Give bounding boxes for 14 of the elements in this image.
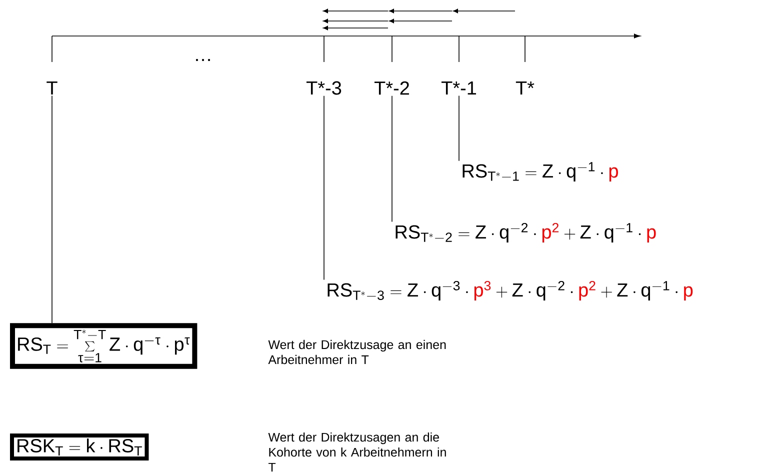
formula: $RS_{T^{*}-1} = Z \cdot q^{-1} \cdot {\color{red}p}$ bbox=[462, 162, 618, 182]
description-text: Wert der Direktzusage an einen Arbeitnehmer in T bbox=[268, 340, 446, 364]
description-text: Wert der Direktzusagen an die Kohorte von k Arbeitnehmern in T bbox=[268, 432, 446, 472]
formula-box: $RSK_{T} = k \cdot RS_{T}$ bbox=[10, 434, 149, 460]
formula: $RS_{T^{*}-2} = Z \cdot q^{-2} \cdot {\color{red}p^{2}} + Z \cdot q^{-1} \cdot {\color{red}p}$ bbox=[396, 222, 656, 242]
ellipsis: … bbox=[196, 59, 210, 62]
tick-label: T bbox=[46, 81, 58, 95]
formula: $RS_{T^{*}-3} = Z \cdot q^{-3} \cdot {\color{red}p^{3}} + Z \cdot q^{-2} \cdot {\color{red}p^{2}} + Z \cdot q^{-1} \cdot {\color{red}p}$ bbox=[328, 280, 693, 300]
tick-label: T*-2 bbox=[374, 81, 409, 95]
tick-label: T*-3 bbox=[306, 81, 342, 95]
tick-label: T*-1 bbox=[441, 81, 476, 95]
tick-label: T* bbox=[516, 81, 534, 95]
leader-line bbox=[458, 95, 460, 162]
formula-box: $RS_{T} = \sum\limits_{\tau=1}^{T^{*}-T} Z \cdot q^{-\tau} \cdot p^{\tau}$ bbox=[10, 323, 198, 369]
